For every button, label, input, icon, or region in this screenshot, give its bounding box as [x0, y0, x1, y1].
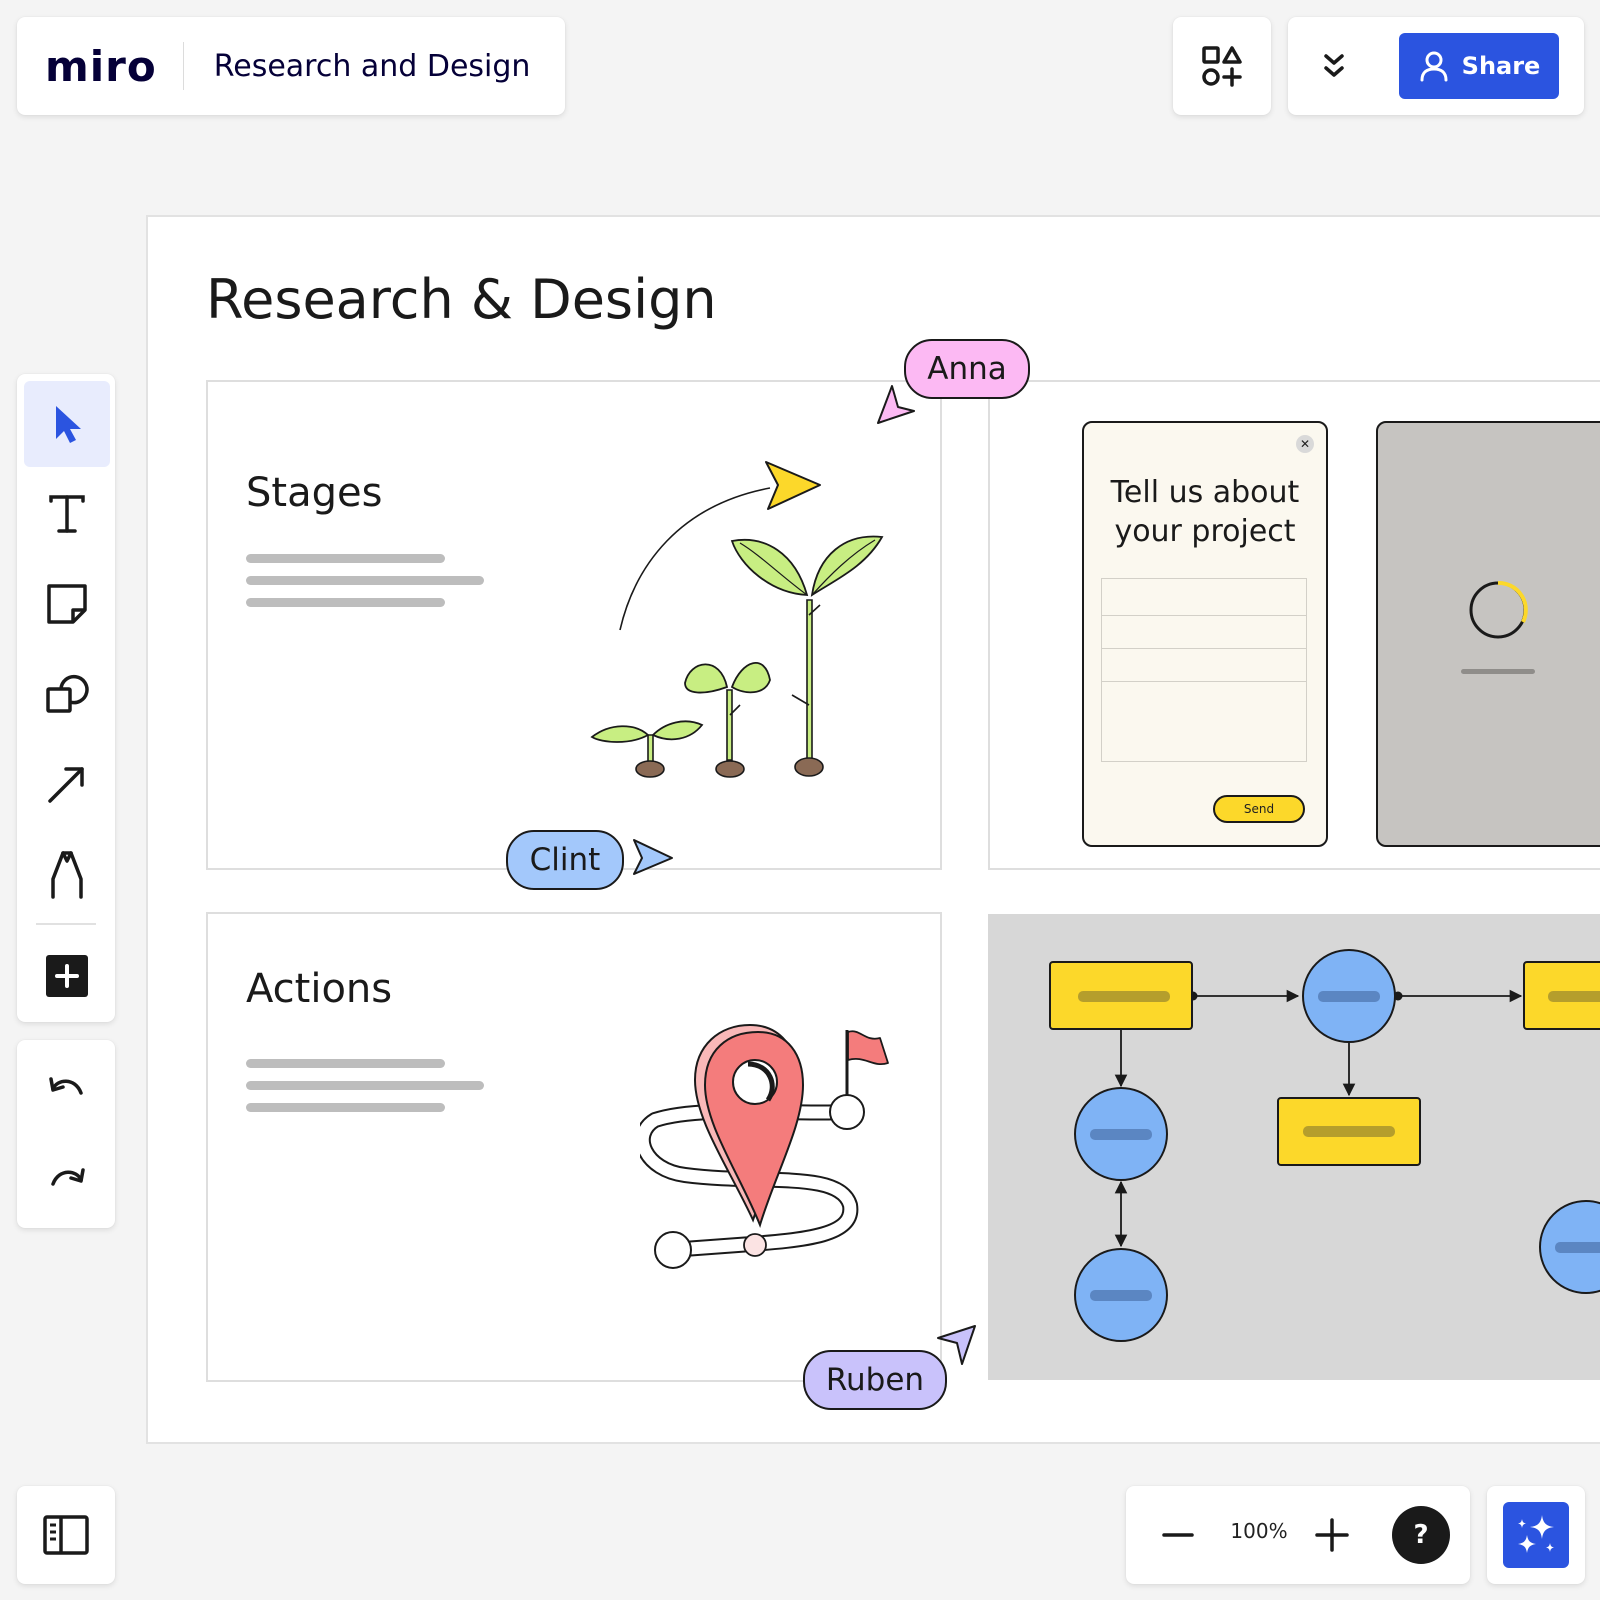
ai-assistant-panel: [1487, 1486, 1585, 1584]
form-fields: [1101, 578, 1307, 762]
collaborator-cursor-ruben: Ruben: [803, 1350, 947, 1410]
redo-icon: [51, 1168, 85, 1186]
select-cursor-icon: [56, 406, 81, 443]
tools-toolbar: [17, 374, 115, 1022]
shapes-tool[interactable]: [24, 651, 110, 737]
zoom-out-button[interactable]: [1154, 1511, 1202, 1559]
placeholder-text-line: [246, 1103, 445, 1112]
collaborator-cursor-clint: Clint: [506, 830, 624, 890]
sparkles-icon: [1518, 1515, 1554, 1553]
zoom-level[interactable]: 100%: [1230, 1519, 1288, 1543]
text-tool[interactable]: [24, 471, 110, 557]
history-toolbar: [17, 1040, 115, 1228]
project-form-mockup[interactable]: ✕ Tell us about your project Send: [1082, 421, 1328, 847]
title-divider: [182, 42, 184, 90]
form-input-row[interactable]: [1102, 616, 1306, 649]
shapes-icon: [46, 674, 89, 713]
actions-card[interactable]: [206, 912, 942, 1382]
zoom-controls: 100% ?: [1126, 1486, 1470, 1584]
route-map-pin-illustration: [640, 1023, 889, 1269]
undo-button[interactable]: [24, 1045, 110, 1131]
form-input-row[interactable]: [1102, 579, 1306, 616]
select-tool[interactable]: [24, 381, 110, 467]
redo-button[interactable]: [24, 1136, 110, 1222]
frame-title[interactable]: Research & Design: [206, 268, 717, 331]
loading-screen-mockup[interactable]: ✕: [1376, 421, 1600, 847]
flow-diagram-card[interactable]: [988, 914, 1600, 1380]
loading-spinner-icon: [1469, 580, 1528, 639]
plus-square-icon: [46, 955, 88, 997]
minus-icon: [1162, 1533, 1194, 1537]
zoom-in-button[interactable]: [1308, 1511, 1356, 1559]
placeholder-text-line: [246, 1081, 484, 1090]
pen-icon: [51, 851, 83, 899]
shapes-icon: [1202, 46, 1242, 87]
share-label: Share: [1461, 52, 1541, 80]
user-icon: [1420, 51, 1448, 82]
form-input-row[interactable]: [1102, 649, 1306, 682]
stages-card[interactable]: [206, 380, 942, 870]
placeholder-text-line: [246, 576, 484, 585]
ai-assistant-button[interactable]: [1503, 1502, 1569, 1568]
send-button[interactable]: Send: [1213, 795, 1305, 823]
stages-title[interactable]: Stages: [246, 470, 383, 516]
sidebar-panel-icon: [43, 1515, 89, 1555]
collaborator-cursor-anna: Anna: [904, 339, 1030, 399]
shapes-library-button[interactable]: [1173, 17, 1271, 115]
board-title-panel: miro Research and Design: [17, 17, 565, 115]
form-heading: Tell us about your project: [1110, 475, 1300, 549]
help-button[interactable]: ?: [1392, 1506, 1450, 1564]
loading-text-line: [1461, 669, 1535, 674]
actions-title[interactable]: Actions: [246, 966, 393, 1012]
miro-logo[interactable]: miro: [45, 41, 157, 91]
anna-pointer-icon: [877, 385, 915, 424]
ruben-pointer-icon: [937, 1325, 976, 1365]
flowchart-diagram: [1049, 949, 1600, 1342]
sticky-note-tool[interactable]: [24, 561, 110, 647]
connection-line-tool[interactable]: [24, 741, 110, 827]
toolbar-divider: [36, 923, 96, 925]
growing-plants-illustration: [590, 461, 884, 778]
board-panels-toggle[interactable]: [17, 1486, 115, 1584]
expand-menu-button[interactable]: [1306, 42, 1362, 90]
clint-pointer-icon: [633, 839, 673, 875]
pen-tool[interactable]: [24, 831, 110, 917]
share-button[interactable]: Share: [1399, 33, 1559, 99]
undo-icon: [49, 1077, 83, 1095]
double-chevron-down-icon: [1324, 54, 1344, 77]
placeholder-text-line: [246, 1059, 445, 1068]
placeholder-text-line: [246, 554, 445, 563]
text-icon: [49, 495, 85, 533]
more-tools-button[interactable]: [24, 933, 110, 1019]
arrow-line-icon: [48, 767, 84, 803]
share-panel: Share: [1288, 17, 1584, 115]
sticky-note-icon: [47, 584, 87, 624]
board-title[interactable]: Research and Design: [213, 48, 531, 84]
form-textarea[interactable]: [1102, 682, 1306, 758]
placeholder-text-line: [246, 598, 445, 607]
close-icon[interactable]: ✕: [1296, 435, 1314, 453]
plus-icon: [1315, 1518, 1349, 1552]
